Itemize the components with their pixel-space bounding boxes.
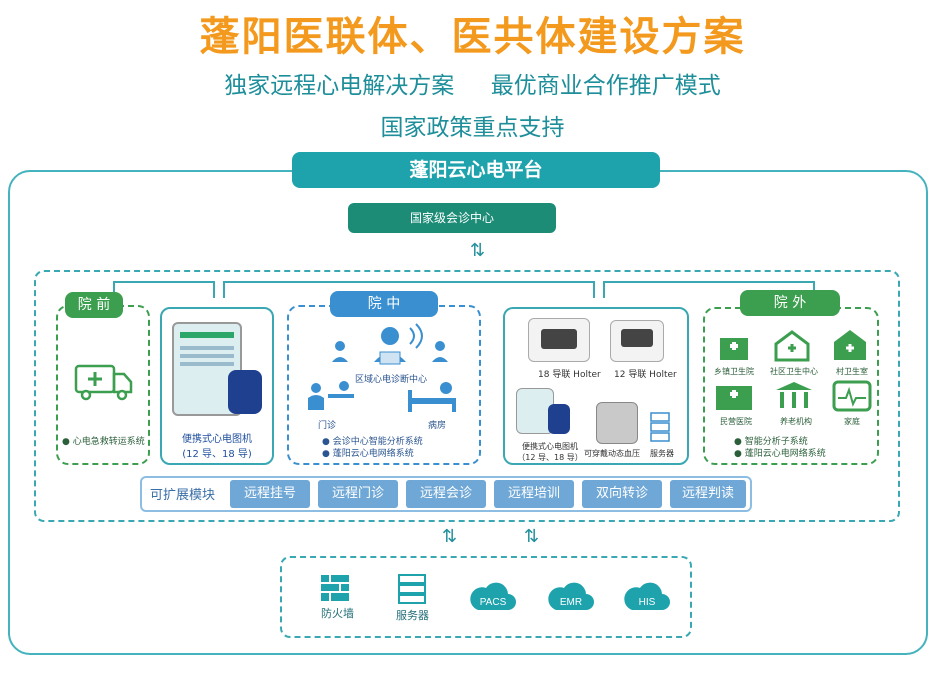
subtitle: 独家远程心电解决方案 最优商业合作推广模式 bbox=[224, 73, 721, 99]
prehospital-item: ● 心电急救转运系统 bbox=[62, 437, 145, 447]
national-center: 国家级会诊中心 bbox=[348, 203, 556, 233]
township-hospital-icon bbox=[720, 338, 748, 360]
module-remote-training: 远程培训 bbox=[494, 480, 574, 508]
sync-arrows-icon-2: ⇅ bbox=[442, 526, 458, 547]
holter18-label: 18 导联 Holter bbox=[538, 370, 601, 380]
cloud-his-icon: HIS bbox=[624, 582, 670, 610]
server-small-label: 服务器 bbox=[650, 449, 674, 458]
place-1: 乡镇卫生院 bbox=[714, 367, 754, 376]
ward-bed-icon bbox=[408, 382, 456, 412]
firewall-icon bbox=[321, 575, 349, 601]
community-center-icon bbox=[774, 330, 810, 362]
inhospital-item-2-label: 蓬阳云心电网络系统 bbox=[332, 449, 414, 459]
diagnosis-center-icon bbox=[332, 323, 448, 365]
ward-label: 病房 bbox=[428, 421, 447, 431]
place-6: 家庭 bbox=[844, 417, 860, 426]
abpm-image bbox=[596, 402, 638, 444]
clinic-label: 门诊 bbox=[318, 421, 337, 431]
abpm-label: 可穿戴动态血压 bbox=[584, 449, 640, 458]
modules-label: 可扩展模块 bbox=[150, 488, 216, 503]
outside-item-1-label: 智能分析子系统 bbox=[744, 437, 808, 447]
prehospital-tag: 院 前 bbox=[65, 292, 123, 318]
outside-tag: 院 外 bbox=[740, 290, 840, 316]
cloud-pacs-icon: PACS bbox=[470, 582, 516, 610]
module-remote-registration: 远程挂号 bbox=[230, 480, 310, 508]
emr-label: EMR bbox=[560, 597, 582, 608]
portable-device-image bbox=[548, 404, 570, 434]
place-5: 养老机构 bbox=[780, 417, 812, 426]
module-remote-reading: 远程判读 bbox=[670, 480, 746, 508]
portable-tablet-image bbox=[516, 388, 554, 434]
home-ecg-icon bbox=[832, 380, 872, 412]
elderly-care-icon bbox=[776, 382, 812, 408]
portable-ecg-caption: 便携式心电图机 (12 导、18 导) bbox=[182, 434, 252, 460]
village-clinic-icon bbox=[834, 330, 866, 360]
holter18-image bbox=[528, 318, 590, 362]
clinic-icon bbox=[308, 381, 354, 410]
holter12-image bbox=[610, 320, 664, 362]
place-4: 民营医院 bbox=[720, 417, 752, 426]
private-hospital-icon bbox=[716, 386, 752, 410]
outside-item-1: ● 智能分析子系统 bbox=[734, 437, 808, 447]
diagnosis-center-label: 区域心电诊断中心 bbox=[354, 375, 427, 385]
main-area bbox=[34, 270, 900, 522]
ambulance-icon bbox=[74, 364, 133, 401]
ecg-device-image bbox=[228, 370, 262, 414]
policy-subtitle: 国家政策重点支持 bbox=[380, 115, 565, 141]
server-label: 服务器 bbox=[396, 609, 429, 622]
server-small-icon bbox=[650, 412, 670, 442]
inhospital-item-1: ● 会诊中心智能分析系统 bbox=[322, 437, 423, 447]
inhospital-item-1-label: 会诊中心智能分析系统 bbox=[332, 437, 423, 447]
infrastructure-box bbox=[280, 556, 692, 638]
cloud-emr-icon: EMR bbox=[548, 582, 594, 610]
sync-arrows-icon: ⇅ bbox=[470, 240, 486, 261]
inhospital-item-2: ● 蓬阳云心电网络系统 bbox=[322, 449, 414, 459]
platform-title: 蓬阳云心电平台 bbox=[292, 152, 660, 188]
place-2: 社区卫生中心 bbox=[770, 367, 818, 376]
prehospital-item-label: 心电急救转运系统 bbox=[72, 437, 145, 447]
inhospital-tag: 院 中 bbox=[330, 291, 438, 317]
portable-ecg-device-label: 便携式心电图机 （12 导、18 导） bbox=[517, 442, 583, 462]
place-3: 村卫生室 bbox=[836, 367, 868, 376]
module-remote-consult: 远程会诊 bbox=[406, 480, 486, 508]
outside-item-2: ● 蓬阳云心电网络系统 bbox=[734, 449, 826, 459]
main-title: 蓬阳医联体、医共体建设方案 bbox=[199, 14, 746, 60]
server-icon bbox=[398, 574, 426, 604]
modules-bar bbox=[140, 476, 752, 512]
sync-arrows-icon-3: ⇅ bbox=[524, 526, 540, 547]
firewall-label: 防火墙 bbox=[321, 607, 354, 620]
holter12-label: 12 导联 Holter bbox=[614, 370, 677, 380]
outside-item-2-label: 蓬阳云心电网络系统 bbox=[744, 449, 826, 459]
his-label: HIS bbox=[639, 597, 656, 608]
pacs-label: PACS bbox=[480, 597, 507, 608]
module-remote-clinic: 远程门诊 bbox=[318, 480, 398, 508]
module-two-way-referral: 双向转诊 bbox=[582, 480, 662, 508]
